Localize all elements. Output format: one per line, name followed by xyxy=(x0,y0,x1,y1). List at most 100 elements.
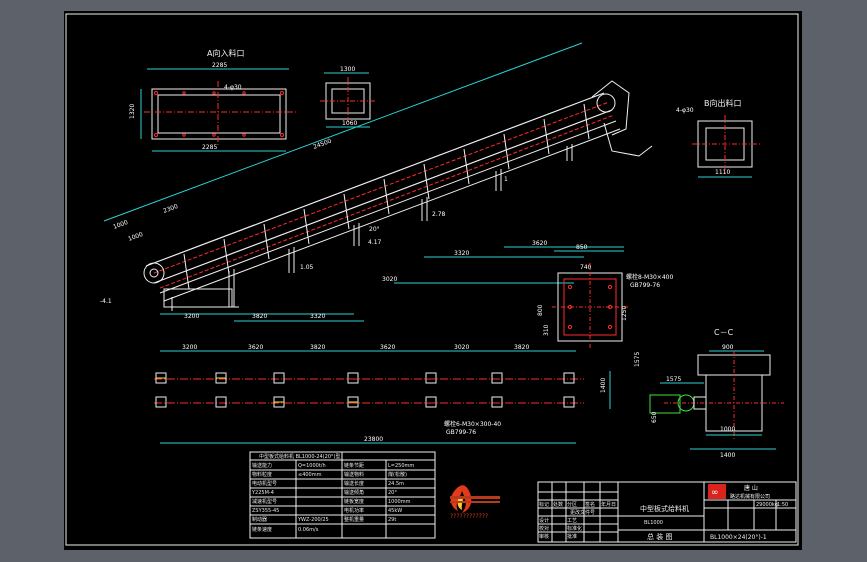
dim-diag-seg2: 2300 xyxy=(162,203,179,215)
spec-cell: 24.5m xyxy=(388,481,404,487)
rev-header: 标记 xyxy=(539,501,549,508)
elev-1: 1.05 xyxy=(300,264,314,271)
role-label: 审核 xyxy=(539,533,549,540)
base-plate-detail: 850 740 800 310 螺栓8-M30×400 GB799-76 125… xyxy=(537,244,673,349)
role-labels: 设计 校对 审核 工艺 标准化 批准 xyxy=(539,517,582,540)
plan-3820: 3820 xyxy=(310,344,325,351)
span-3320b: 3320 xyxy=(310,313,325,320)
cad-drawing: A向入料口 2285 1320 4-φ30 2285 1300 1060 B向出… xyxy=(65,13,799,546)
drawing-model: BL1000 xyxy=(644,520,663,526)
role-label: 标准化 xyxy=(567,525,582,532)
dim-a-bottom: 2285 xyxy=(202,144,217,151)
drawing-name: 中型板式给料机 xyxy=(640,504,689,513)
spec-cell: 45kW xyxy=(388,508,402,514)
dim-mid-bottom: 1060 xyxy=(342,120,357,127)
spec-cell: 链板宽度 xyxy=(344,498,364,505)
spec-cell: 制动器 xyxy=(252,516,267,523)
foundation-std: GB799-76 xyxy=(630,282,660,289)
company-mark-icon: ∞ xyxy=(711,488,719,498)
spec-cell: ZSY355-45 xyxy=(252,508,279,514)
dim-diag-seg3: 1000 xyxy=(127,231,144,243)
cc-1000: 1000 xyxy=(720,426,735,433)
spec-cell: 电动机型号 xyxy=(252,480,277,487)
drawing-sheet: A向入料口 2285 1320 4-φ30 2285 1300 1060 B向出… xyxy=(64,11,802,550)
span-3020a: 3020 xyxy=(382,276,397,283)
spec-cell: 输送物料 xyxy=(344,471,364,478)
foundation-note: 螺栓8-M30×400 xyxy=(626,273,673,281)
cc-650: 650 xyxy=(651,411,658,423)
spec-cell: 1000mm xyxy=(388,499,411,505)
view-b-title: B向出料口 xyxy=(704,98,742,108)
elev-left: -4.1 xyxy=(100,298,112,305)
company-line1: 唐 山 xyxy=(744,484,758,492)
dim-b-top: 4-φ30 xyxy=(676,107,694,114)
dim-base-1250: 1250 xyxy=(621,306,628,321)
spec-cell: 0.06m/s xyxy=(298,527,319,533)
section-cc: C－C 900 1575 1000 1400 650 1575 xyxy=(634,328,784,459)
view-a-title: A向入料口 xyxy=(207,48,244,58)
title-block: 标记 处数 分区 更改文件号 签名 年月日 设计 校对 审核 工艺 标准化 批准… xyxy=(537,481,797,543)
plan-3620a: 3620 xyxy=(248,344,263,351)
spec-cell: 输送长度 xyxy=(344,480,364,487)
dim-b-side: 1110 xyxy=(715,169,730,176)
spec-cell: Q=1000t/h xyxy=(298,463,326,469)
view-a-inlet: A向入料口 2285 1320 4-φ30 2285 xyxy=(129,48,296,152)
role-label: 批准 xyxy=(567,533,577,540)
spec-title: 中型板式给料机 BL1000-24(20°)型 xyxy=(259,453,340,460)
drawing-weight: 29000kg xyxy=(756,502,778,508)
spec-cell: 链条节距 xyxy=(344,462,364,469)
rev-header: 年月日 xyxy=(601,501,616,508)
spec-cell: ≤400mm xyxy=(298,472,322,478)
section-cc-title: C－C xyxy=(714,328,734,337)
plan-3820b: 3820 xyxy=(514,344,529,351)
elev-2: 4.17 xyxy=(368,239,382,246)
plan-3620b: 3620 xyxy=(380,344,395,351)
span-3200: 3200 xyxy=(184,313,199,320)
anchor-note: 螺栓6-M30×300-40 xyxy=(444,420,501,428)
spec-cell: 输送能力 xyxy=(252,462,272,469)
logo-caption: ???????????? xyxy=(450,513,488,520)
drawing-view: 总 装 图 xyxy=(647,532,672,541)
plan-3020: 3020 xyxy=(454,344,469,351)
span-3320: 3320 xyxy=(454,250,469,257)
rev-header: 签名 xyxy=(585,501,595,508)
rev-header: 处数 xyxy=(553,501,563,508)
spec-cell: 20° xyxy=(388,490,397,496)
view-mid-section: 1300 1060 xyxy=(320,66,376,128)
spec-rows: 输送能力 Q=1000t/h 链条节距 L=250mm 物料粒度 ≤400mm … xyxy=(251,462,414,533)
base-1575: 1575 xyxy=(634,352,641,367)
dim-base-740: 740 xyxy=(580,264,592,271)
role-label: 校对 xyxy=(539,525,549,532)
angle-label: 20° xyxy=(369,226,380,233)
cc-1575: 1575 xyxy=(666,376,681,383)
dim-mid-top: 1300 xyxy=(340,66,355,73)
spec-cell: 整机重量 xyxy=(344,516,364,523)
drawing-number: BL1000×24(20°)-1 xyxy=(710,534,767,541)
spec-cell: L=250mm xyxy=(388,463,414,469)
elevation-conveyor: 24500 1000 2300 1000 20° 1.05 4.17 2.78 … xyxy=(100,42,653,322)
dim-diag-seg1: 1000 xyxy=(112,219,129,231)
drawing-scale: 1:50 xyxy=(777,502,788,508)
spec-cell: 电机功率 xyxy=(344,507,364,514)
drawing-frame xyxy=(65,13,799,546)
plan-3200: 3200 xyxy=(182,344,197,351)
dim-base-800: 800 xyxy=(537,304,544,316)
rev-header: 更改文件号 xyxy=(570,509,595,516)
company-logo: ???????????? xyxy=(450,485,500,520)
span-3820: 3820 xyxy=(252,313,267,320)
elev-3: 2.78 xyxy=(432,211,446,218)
dim-base-850: 850 xyxy=(576,244,588,251)
role-label: 设计 xyxy=(539,517,549,524)
dim-base-310: 310 xyxy=(543,324,550,336)
spec-cell: Y225M-4 xyxy=(251,490,274,496)
span-3620: 3620 xyxy=(532,240,547,247)
spec-cell: 煤(松散) xyxy=(388,471,407,478)
rev-header: 分区 xyxy=(567,501,577,508)
plan-1400: 1400 xyxy=(600,378,607,393)
dim-a-top: 2285 xyxy=(212,62,227,69)
spec-cell: YWZ-200/25 xyxy=(297,517,329,523)
spec-cell: 输送倾角 xyxy=(344,489,364,496)
dim-a-side: 1320 xyxy=(129,104,136,119)
revision-headers: 标记 处数 分区 更改文件号 签名 年月日 xyxy=(539,501,616,516)
